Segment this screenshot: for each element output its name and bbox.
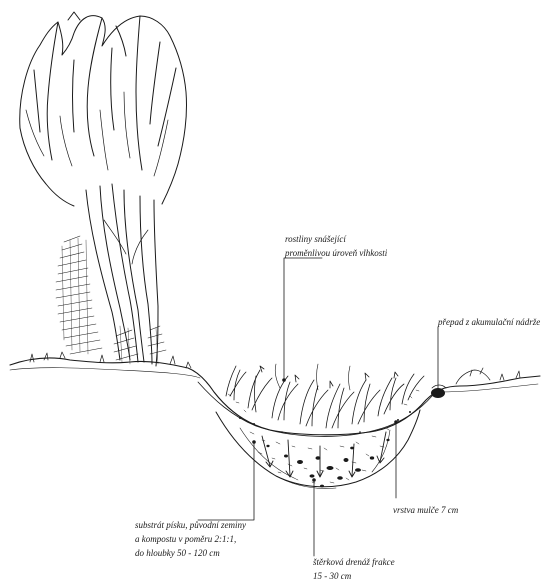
mulch-label-line: vrstva mulče 7 cm: [393, 503, 458, 517]
substrate-label-line-1: substrát písku, původní zeminy: [135, 518, 246, 532]
tree-canopy: [20, 12, 187, 206]
gravel-label-line-2: 15 - 30 cm: [313, 569, 395, 583]
plants-label-line-2: proměnlivou úroveň vlhkosti: [285, 246, 387, 260]
basin-plants: [226, 364, 424, 428]
substrate-label: substrát písku, původní zeminy a kompost…: [135, 518, 246, 560]
ground-tufts: [30, 352, 520, 384]
leader-plants: [284, 258, 322, 378]
overflow-label-line: přepad z akumulační nádrže: [438, 315, 540, 329]
mulch-label: vrstva mulče 7 cm: [393, 503, 458, 517]
overflow-inlet: [431, 385, 446, 398]
plants-label: rostliny snášející proměnlivou úroveň vl…: [285, 232, 387, 260]
infiltration-arrows: [262, 432, 386, 477]
tree-trunks: [86, 184, 158, 366]
gravel-label-line-1: štěrková drenáž frakce: [313, 555, 395, 569]
leader-substrate: [198, 442, 254, 520]
substrate-label-line-2: a kompostu v poměru 2:1:1,: [135, 532, 246, 546]
gravel-label: štěrková drenáž frakce 15 - 30 cm: [313, 555, 395, 583]
substrate-label-line-3: do hloubky 50 - 120 cm: [135, 546, 246, 560]
overflow-label: přepad z akumulační nádrže: [438, 315, 540, 329]
plants-label-line-1: rostliny snášející: [285, 232, 387, 246]
shrub-hatching: [56, 236, 166, 364]
